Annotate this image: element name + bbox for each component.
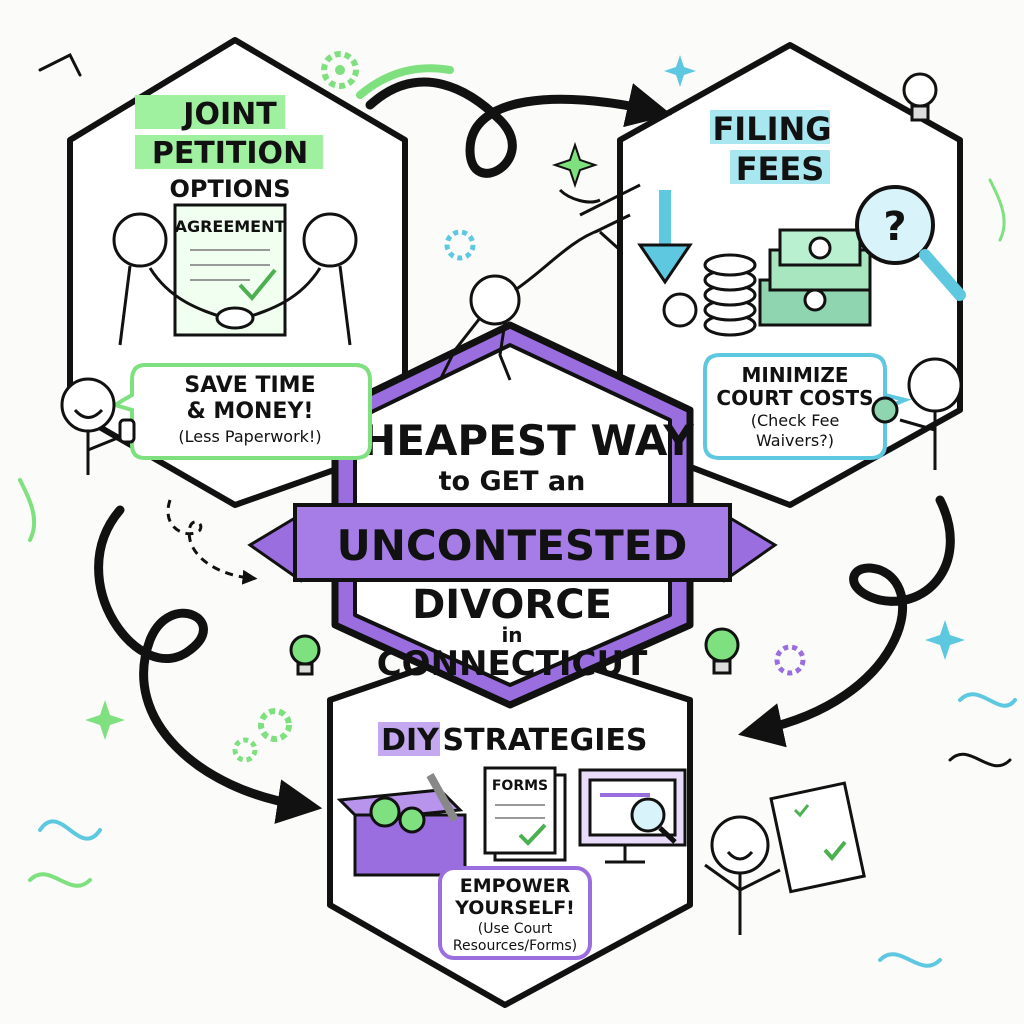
forms-label: FORMS: [492, 778, 548, 794]
empower-text-line4: Resources/Forms): [453, 938, 577, 954]
empower-speech-bubble: [438, 866, 592, 960]
banner-ribbon-right-tail: [723, 512, 778, 583]
gear-icon-right-lower: [774, 644, 806, 676]
sparkle-icon-right: [925, 620, 965, 660]
forms-document-icon: [483, 766, 567, 862]
banner-text: UNCONTESTED: [337, 521, 688, 570]
sparkle-icon-top: [551, 141, 599, 189]
flow-arrow-top: [365, 77, 672, 178]
sparkle-icon-left: [85, 700, 125, 740]
empower-text-line3: (Use Court: [478, 921, 553, 937]
coin-stack-icon: [662, 253, 757, 337]
doodle-strokes: [18, 52, 1017, 968]
diy-title-part2: STRATEGIES: [443, 723, 648, 758]
lightbulb-icon-top-right: [902, 72, 938, 122]
center-title-line3: DIVORCE: [412, 582, 612, 628]
fees-title-highlight-2: [730, 150, 830, 184]
thinking-figure: [871, 357, 963, 470]
diy-title-highlight: [378, 722, 440, 756]
minimize-text-line1: MINIMIZE: [741, 363, 848, 387]
empower-text-line2: YOURSELF!: [454, 897, 575, 919]
agreement-doc-label: AGREEMENT: [175, 217, 286, 236]
minimize-text-line4: Waivers?): [756, 431, 834, 450]
diy-title-part1: DIY: [381, 723, 440, 758]
save-time-text-line1: SAVE TIME: [184, 373, 315, 398]
sparkle-icon-top-right: [664, 55, 696, 87]
fees-title-line1: FILING: [712, 110, 831, 148]
lightbulb-icon-right: [704, 627, 740, 675]
minimize-costs-speech-bubble: [703, 353, 912, 460]
joint-title-highlight-2: [135, 135, 323, 169]
save-time-speech-bubble: [110, 363, 372, 460]
joint-title-line2: PETITION: [152, 136, 308, 171]
down-arrow-icon: [637, 190, 693, 285]
minimize-text-line2: COURT COSTS: [716, 386, 873, 410]
handshake-figures-icon: [112, 212, 358, 346]
empower-text-line1: EMPOWER: [460, 875, 571, 897]
fees-title-highlight: [710, 110, 830, 144]
flow-arrow-left: [94, 505, 323, 824]
gear-icon-left-lower: [232, 708, 292, 763]
banner-ribbon: [293, 503, 732, 582]
save-time-text-line2: & MONEY!: [187, 399, 314, 424]
center-title-line5: CONNECTICUT: [377, 644, 648, 684]
gear-icon-center-left: [444, 229, 476, 261]
dashed-arrow-left: [166, 499, 258, 585]
diving-stick-figure: [438, 183, 641, 381]
computer-search-icon: [578, 768, 687, 864]
lightbulb-icon-left: [289, 634, 321, 676]
center-title-line4: in: [501, 623, 522, 647]
minimize-text-line3: (Check Fee: [751, 411, 840, 430]
thumbs-up-figure: [60, 377, 136, 475]
toolbox-icon: [336, 773, 467, 877]
checklist-clipboard-icon: [769, 781, 866, 894]
joint-title-line3: OPTIONS: [169, 175, 290, 203]
center-title-line1: CHEAPEST WAY: [330, 416, 694, 465]
joint-title-line1: JOINT: [181, 97, 277, 132]
joint-title-highlight: [135, 95, 285, 129]
gear-icon-top-left: [321, 51, 359, 89]
center-title-line2: to GET an: [439, 466, 586, 497]
flow-arrow-right: [738, 495, 955, 748]
excited-figure: [704, 815, 781, 935]
svg-text:?: ?: [883, 204, 906, 250]
fees-title-line2: FEES: [736, 150, 825, 188]
magnifying-glass-question-icon: ?: [855, 185, 966, 301]
money-stack-icon: [758, 228, 872, 327]
save-time-text-line3: (Less Paperwork!): [178, 427, 321, 446]
green-swoosh-arrow: [356, 64, 454, 99]
banner-ribbon-left-tail: [247, 512, 302, 583]
